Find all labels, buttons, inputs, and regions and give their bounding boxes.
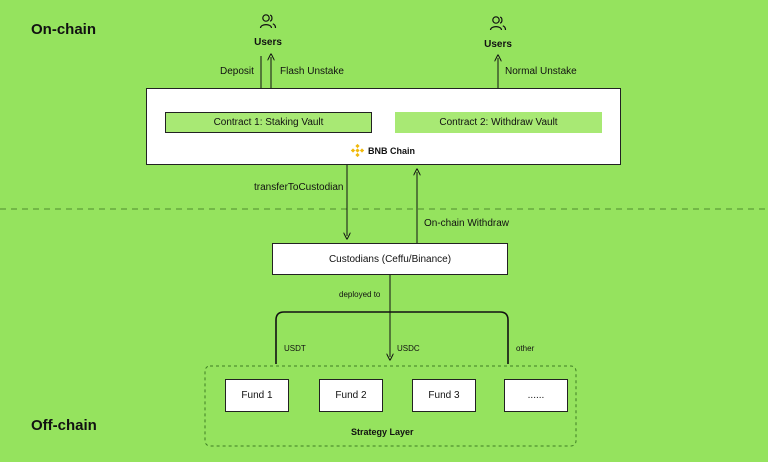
users-left-label: Users: [254, 37, 282, 48]
users-right-label: Users: [484, 39, 512, 50]
offchain-title: Off-chain: [31, 417, 97, 434]
fund-3-box: Fund 3: [412, 379, 476, 412]
deployed-to-label: deployed to: [339, 290, 381, 299]
normal-unstake-label: Normal Unstake: [505, 66, 577, 77]
users-icon: [489, 15, 507, 36]
flash-unstake-label: Flash Unstake: [280, 66, 344, 77]
custodians-box: Custodians (Ceffu/Binance): [272, 243, 508, 275]
fund-2-box: Fund 2: [319, 379, 383, 412]
other-label: other: [516, 344, 535, 353]
contract-staking-vault: Contract 1: Staking Vault: [165, 112, 372, 133]
bnb-chain-label: BNB Chain: [368, 145, 415, 156]
strategy-layer-label: Strategy Layer: [351, 427, 414, 437]
usdc-label: USDC: [397, 344, 420, 353]
fund-1-box: Fund 1: [225, 379, 289, 412]
usdt-label: USDT: [284, 344, 306, 353]
users-icon: [259, 13, 277, 34]
onchain-withdraw-label: On-chain Withdraw: [424, 218, 510, 229]
contract-withdraw-vault: Contract 2: Withdraw Vault: [395, 112, 602, 133]
bnb-chain-label-group: BNB Chain: [350, 143, 415, 158]
fund-more-box: ......: [504, 379, 568, 412]
fund-branch-bracket: [275, 311, 509, 364]
onchain-title: On-chain: [31, 21, 97, 38]
transfer-to-custodian-label: transferToCustodian: [254, 182, 344, 193]
bnb-logo-icon: [350, 143, 365, 158]
deposit-label: Deposit: [220, 66, 254, 77]
strategy-layer-boundary: [204, 365, 577, 447]
